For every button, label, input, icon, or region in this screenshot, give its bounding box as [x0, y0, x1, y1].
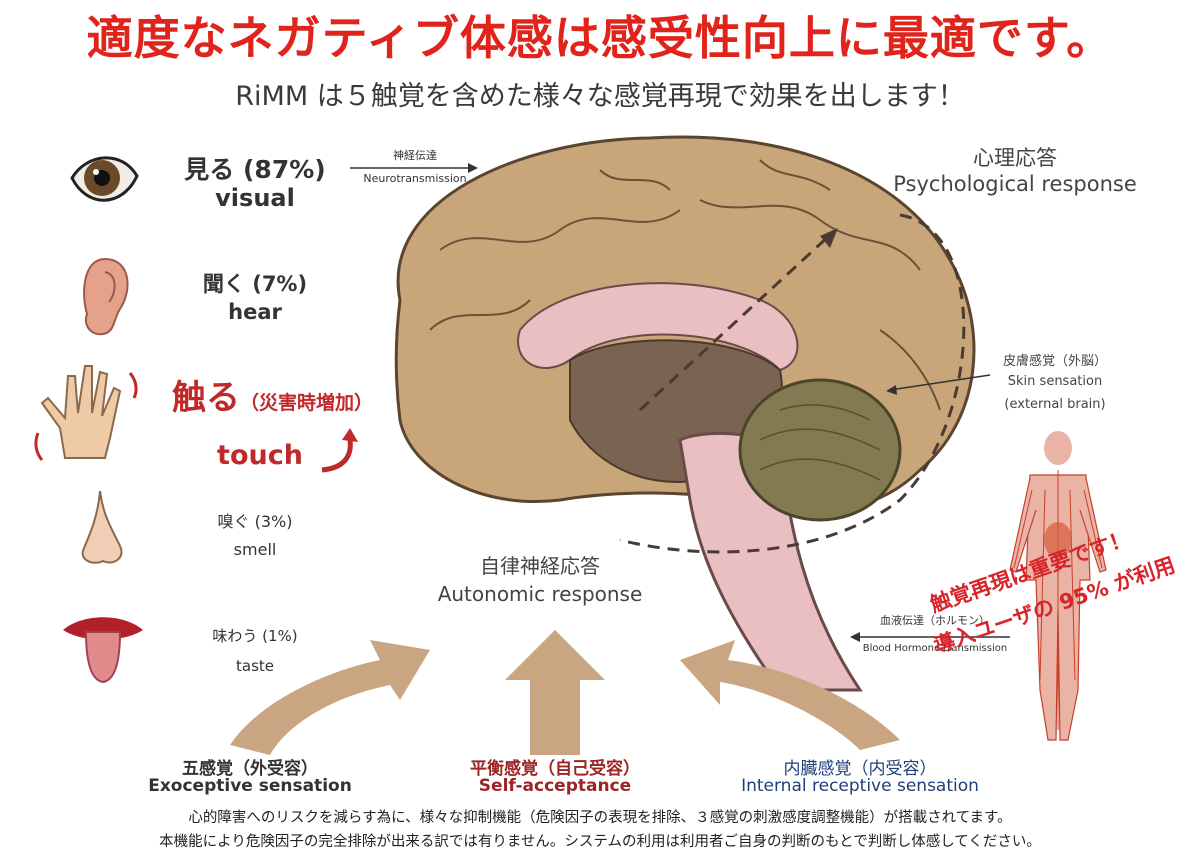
sense-smell-en: smell	[233, 540, 277, 559]
exo-arrow	[230, 640, 430, 755]
page-subtitle: RiMM は５触覚を含めた様々な感覚再現で効果を出します！	[235, 81, 965, 112]
nose-icon	[81, 490, 123, 564]
touch-arrow-icon	[321, 439, 353, 473]
exoceptive-en: Exoceptive sensation	[148, 776, 352, 796]
psych-response-jp: 心理応答	[973, 146, 1057, 170]
internal-receptive-jp: 内臓感覚（内受容）	[783, 759, 937, 779]
sense-touch-en: touch	[217, 440, 303, 471]
internal-receptive-en: Internal receptive sensation	[741, 776, 979, 796]
self-arrow	[505, 630, 605, 755]
note-line-1: 心的障害へのリスクを減らす為に、様々な抑制機能（危険因子の表現を排除、３感覚の刺…	[188, 810, 1012, 826]
skin-sensation-en: Skin sensation	[1007, 374, 1103, 389]
loop-dashed-path	[619, 213, 966, 554]
sense-hear-jp: 聞く (7%)	[202, 272, 308, 296]
body-figure-icon	[1009, 431, 1107, 741]
skin-sensation-note: (external brain)	[1004, 397, 1106, 412]
sense-taste-jp: 味わう (1%)	[212, 627, 298, 645]
neurotransmission-label-jp: 神経伝達	[393, 149, 437, 162]
ear-icon	[83, 257, 129, 336]
autonomic-response-jp: 自律神経応答	[480, 554, 600, 578]
response-dashed-path	[638, 233, 832, 412]
blood-hormone-jp: 血液伝達（ホルモン）	[880, 614, 990, 627]
skin-sensation-jp: 皮膚感覚（外脳）	[1002, 354, 1107, 369]
eye-icon	[70, 156, 139, 202]
cerebellum	[738, 378, 902, 522]
sense-hear-en: hear	[228, 300, 282, 324]
page-title: 適度なネガティブ体感は感受性向上に最適です。	[86, 11, 1114, 65]
mouth-icon	[63, 617, 143, 684]
self-acceptance-jp: 平衡感覚（自己受容）	[470, 759, 640, 779]
int-arrow	[680, 640, 900, 750]
psych-response-en: Psychological response	[893, 172, 1137, 196]
blood-hormone-en: Blood Hormone transmission	[862, 643, 1008, 654]
exoceptive-jp: 五感覚（外受容）	[182, 759, 318, 779]
autonomic-response-en: Autonomic response	[437, 582, 643, 606]
sense-smell-jp: 嗅ぐ (3%)	[217, 512, 293, 531]
sense-touch-jp-group: 触る（災害時増加）	[172, 370, 373, 419]
hand-icon	[34, 365, 138, 461]
self-acceptance-en: Self-acceptance	[478, 776, 632, 796]
sense-touch-note: （災害時増加）	[240, 392, 374, 414]
sense-touch-jp: 触る	[172, 378, 240, 418]
footer-notes: 心的障害へのリスクを減らす為に、様々な抑制機能（危険因子の表現を排除、３感覚の刺…	[0, 806, 1200, 854]
sense-visual-en: visual	[215, 184, 295, 212]
note-line-2: 本機能により危険因子の完全排除が出来る訳では有りません。システムの利用は利用者ご…	[159, 834, 1041, 850]
sense-taste-en: taste	[236, 657, 274, 675]
neurotransmission-label-en: Neurotransmission	[363, 172, 467, 185]
sense-visual-jp: 見る (87%)	[184, 155, 326, 184]
